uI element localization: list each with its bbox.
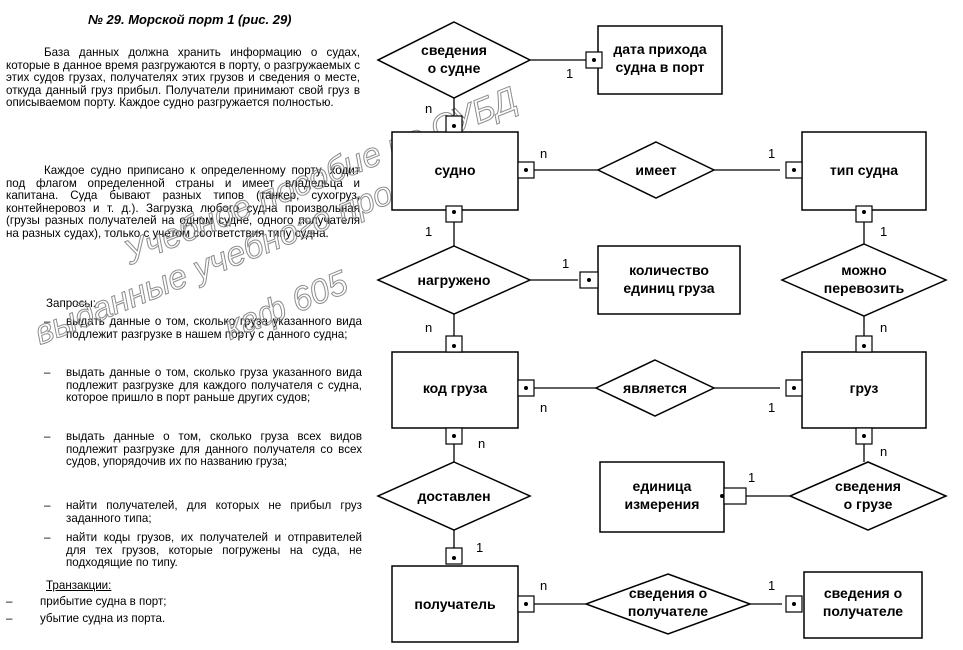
label-line: сведения о [824, 585, 902, 601]
transaction-text: убытие судна из порта. [40, 612, 166, 625]
cardinality-1: 1 [566, 66, 573, 81]
text-panel: № 29. Морской порт 1 (рис. 29) База данн… [0, 0, 370, 650]
entity-label: груз [850, 380, 879, 396]
entity-label: получатель [414, 596, 496, 612]
transactions-heading: Транзакции: [46, 579, 112, 592]
entity-label: дата прихода судна в порт [613, 41, 707, 75]
label-line: о грузе [844, 496, 893, 512]
rel-label: сведения о судне [421, 42, 487, 76]
connector-lines [453, 59, 865, 605]
relationship-diamonds [376, 21, 948, 635]
description-paragraph-1: База данных должна хранить информацию о … [6, 46, 360, 110]
transaction-item-2: –убытие судна из порта. [6, 612, 166, 625]
relationship-svedeniya-o-sudne [376, 21, 532, 99]
entity-label: количество единиц груза [623, 262, 714, 296]
transaction-text: прибытие судна в порт; [40, 595, 167, 608]
transaction-item-1: –прибытие судна в порт; [6, 595, 167, 608]
entity-label: судно [434, 162, 475, 178]
key-marker [723, 487, 747, 505]
query-item-3: –выдать данные о том, сколько груза всех… [44, 430, 362, 469]
query-text: выдать данные о том, сколько груза указа… [66, 366, 362, 405]
cardinality-n: n [880, 444, 887, 459]
cardinality-1: 1 [768, 400, 775, 415]
cardinality-n: n [425, 320, 432, 335]
entity-edinitsa [599, 461, 725, 533]
rel-label: имеет [635, 162, 676, 178]
description-paragraph-2: Каждое судно приписано к определенному п… [6, 164, 360, 240]
label-line: получателе [628, 603, 708, 619]
query-text: выдать данные о том, сколько груза всех … [66, 430, 362, 469]
label-line: сведения о [629, 585, 707, 601]
rel-label: доставлен [417, 488, 490, 504]
label-line: количество [629, 262, 709, 278]
relationship-mozhno-perevozit [780, 243, 948, 317]
entity-data-prihoda [597, 25, 723, 95]
cardinality-n: n [425, 101, 432, 116]
entity-poluchatel [391, 565, 519, 643]
key-marker-dots [452, 58, 866, 606]
entity-label: единица измерения [625, 478, 700, 512]
cardinality-n: n [880, 320, 887, 335]
query-item-2: –выдать данные о том, сколько груза указ… [44, 366, 362, 405]
label-line: дата прихода [613, 41, 707, 57]
cardinality-n: n [540, 578, 547, 593]
cardinality-1: 1 [768, 146, 775, 161]
cardinality-labels: n 1 n 1 1 1 1 n n n 1 n n 1 1 n 1 [425, 66, 887, 593]
task-title: № 29. Морской порт 1 (рис. 29) [88, 12, 292, 27]
rel-label: нагружено [418, 272, 491, 288]
label-line: можно [841, 262, 886, 278]
entity-sudno [391, 131, 519, 211]
cardinality-1: 1 [748, 470, 755, 485]
entity-svedeniya-o-poluchatele [803, 571, 923, 639]
query-item-5: –найти коды грузов, их получателей и отп… [44, 531, 362, 570]
relationship-labels: сведения о судне имеет нагружено можно пер… [417, 42, 904, 619]
label-line: о судне [428, 60, 481, 76]
cardinality-1: 1 [562, 256, 569, 271]
cardinality-n: n [540, 400, 547, 415]
query-text: найти получателей, для которых не прибыл… [66, 499, 362, 525]
relationship-svedeniya-o-gruze [788, 461, 948, 531]
label-line: сведения [421, 42, 487, 58]
entity-labels: дата прихода судна в порт судно тип судна… [414, 41, 903, 619]
relationship-imeet [596, 141, 716, 199]
rel-label: сведения о грузе [835, 478, 901, 512]
label-line: сведения [835, 478, 901, 494]
entity-boxes [391, 25, 927, 643]
query-text: найти коды грузов, их получателей и отпр… [66, 531, 362, 570]
entity-label: сведения о получателе [823, 585, 903, 619]
cardinality-n: n [478, 436, 485, 451]
query-item-4: –найти получателей, для которых не прибы… [44, 499, 362, 525]
cardinality-1: 1 [476, 540, 483, 555]
label-line: судна в порт [616, 59, 705, 75]
relationship-svedeniya-o-poluchatele [583, 573, 753, 635]
entity-label: код груза [423, 380, 488, 396]
label-line: получателе [823, 603, 903, 619]
rel-label: сведения о получателе [628, 585, 708, 619]
label-line: единица [633, 478, 692, 494]
cardinality-1: 1 [425, 224, 432, 239]
query-item-1: –выдать данные о том, сколько груза указ… [44, 315, 362, 341]
queries-heading: Запросы: [46, 297, 96, 310]
label-line: измерения [625, 496, 700, 512]
entity-kolichestvo [597, 245, 741, 315]
label-line: перевозить [824, 280, 905, 296]
query-text: выдать данные о том, сколько груза указа… [66, 315, 362, 341]
relationship-dostavlen [376, 461, 532, 531]
rel-label: является [623, 380, 687, 396]
rel-label: можно перевозить [824, 262, 905, 296]
cardinality-n: n [540, 146, 547, 161]
relationship-nagruzheno [376, 245, 532, 315]
label-line: единиц груза [623, 280, 714, 296]
relationship-yavlyaetsya [594, 359, 716, 417]
cardinality-1: 1 [880, 224, 887, 239]
entity-label: тип судна [830, 162, 898, 178]
cardinality-1: 1 [768, 578, 775, 593]
